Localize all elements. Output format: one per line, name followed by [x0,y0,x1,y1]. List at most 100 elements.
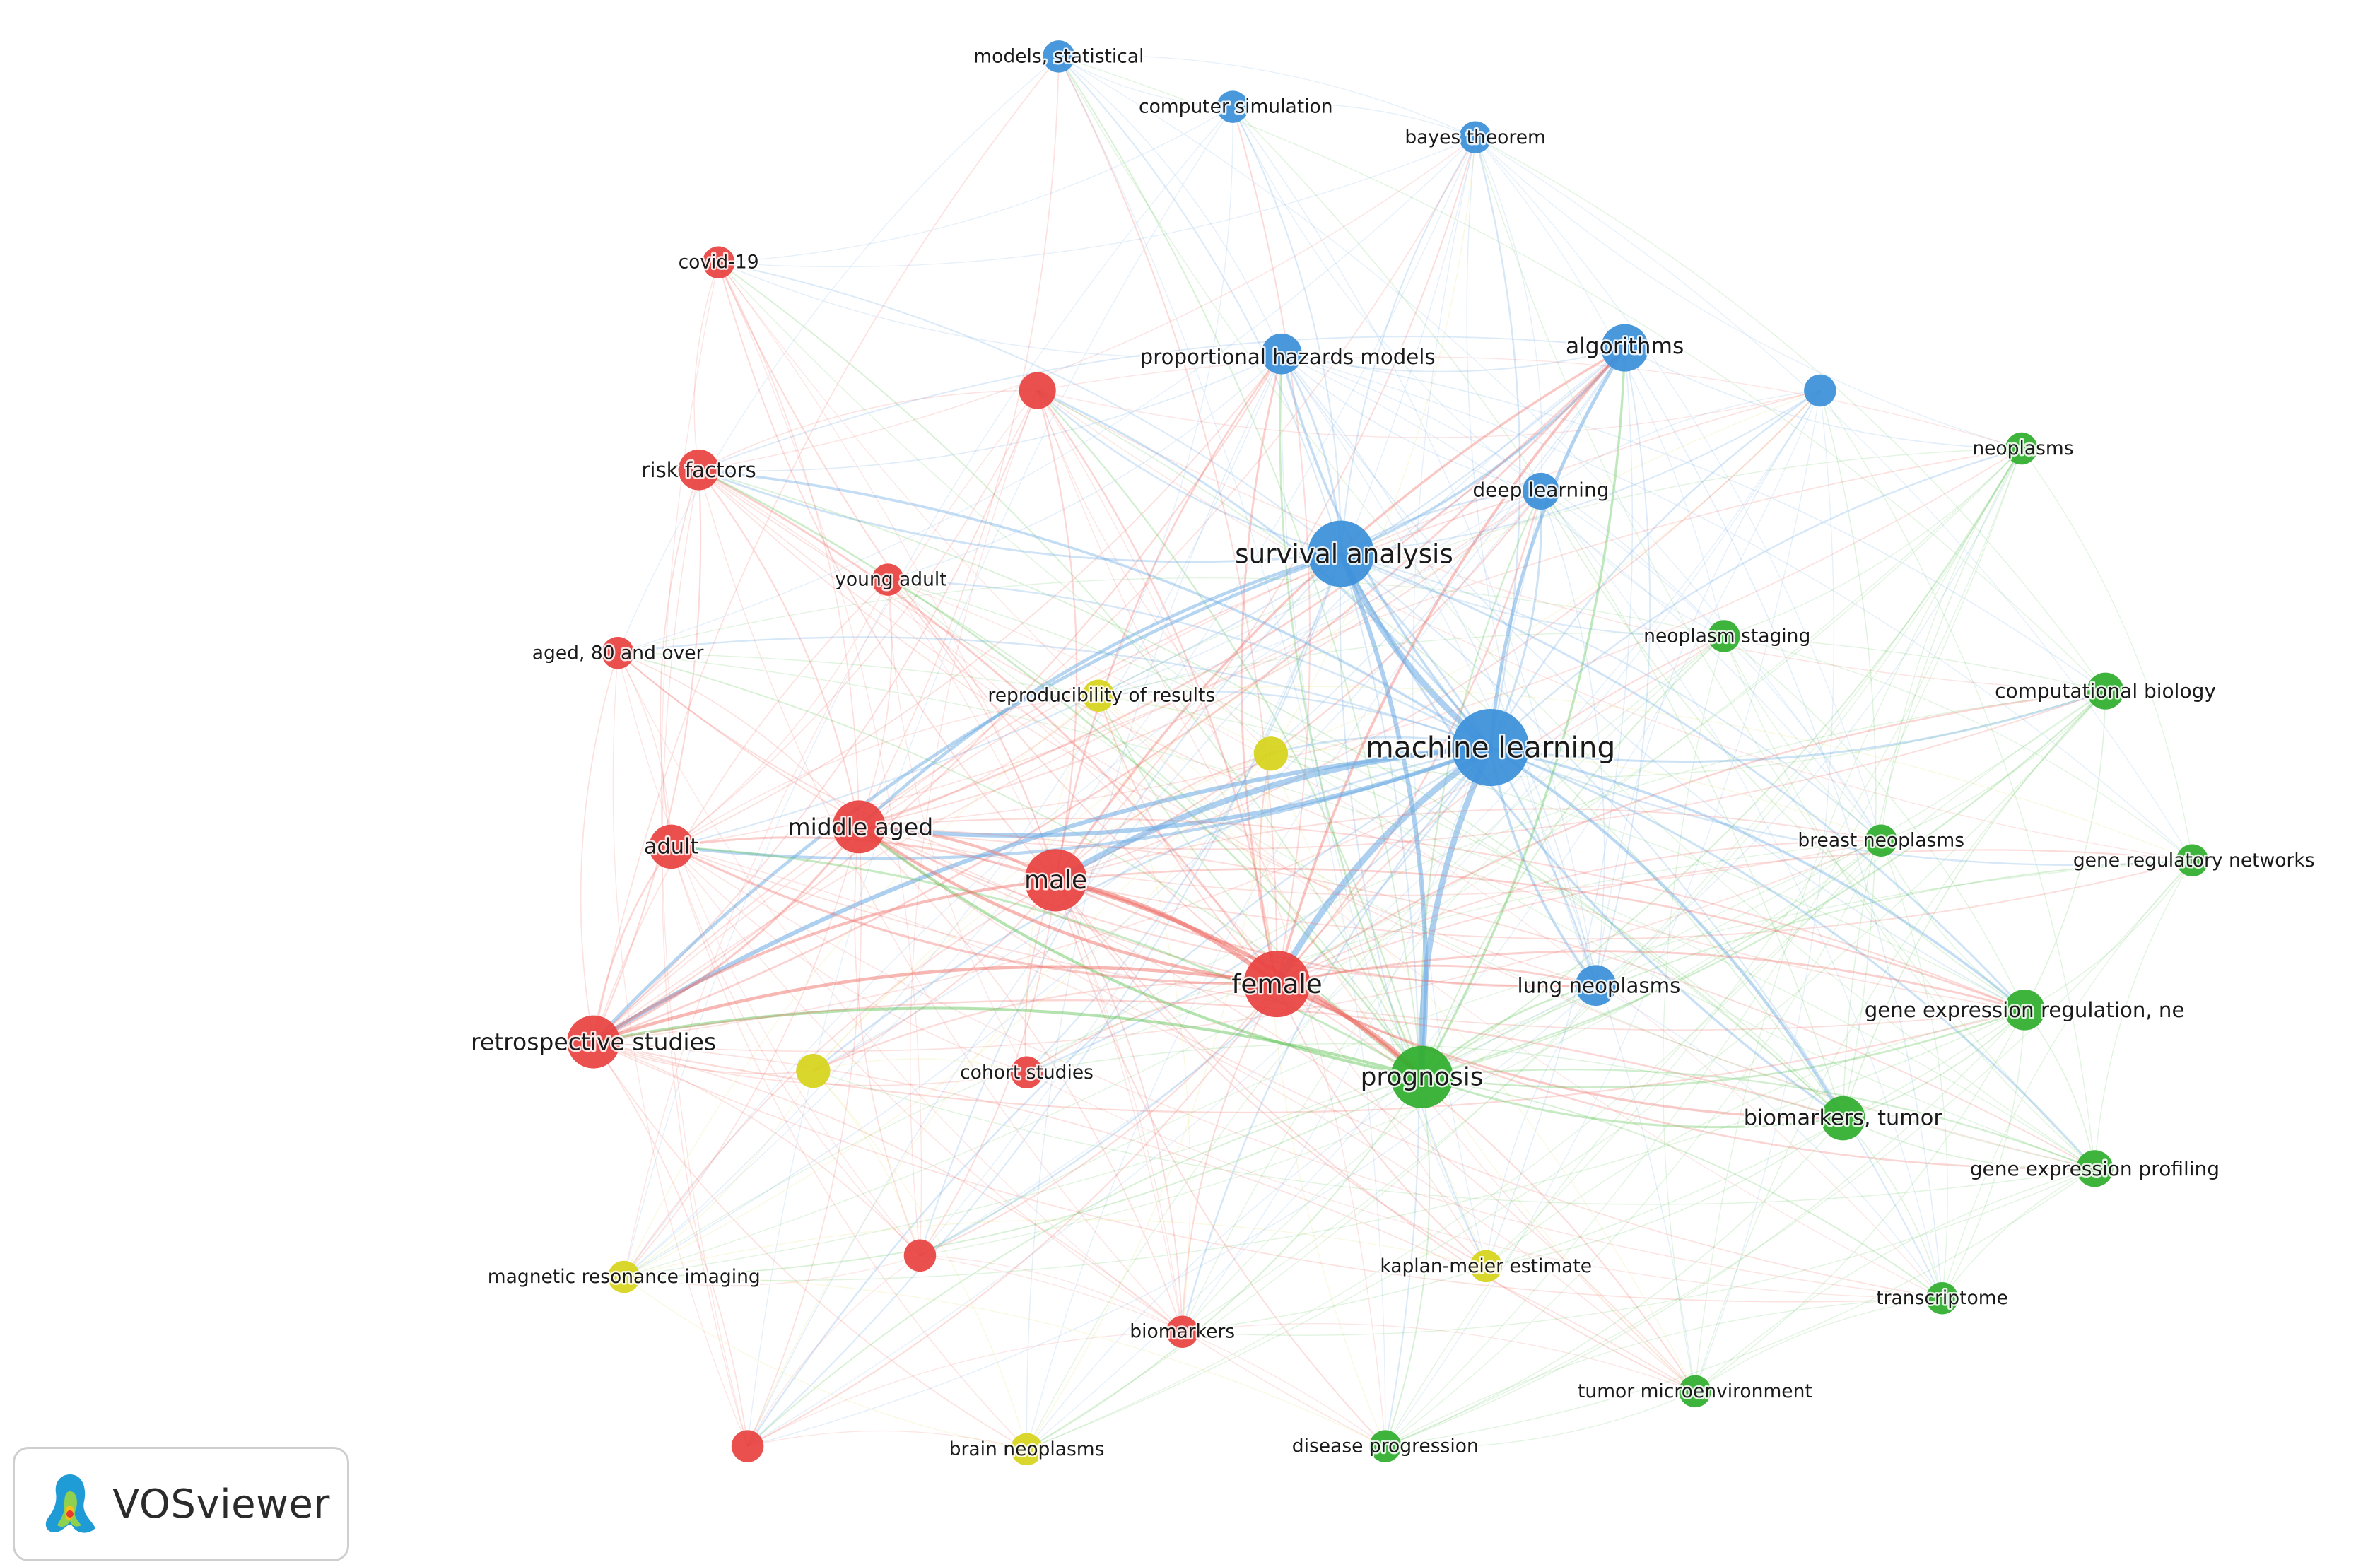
node-biomarkers-tumor[interactable] [1820,1096,1865,1141]
link-covid-19-risk-factors [693,262,720,470]
link-gene-regulatory-networks-disease-progression [1385,859,2193,1447]
link-red-unlabeled-bottom-red-unlabeled-corner [747,1255,920,1447]
link-proportional-hazards-models-prognosis [1279,353,1423,1078]
link-female-retrospective-studies [592,965,1277,1044]
link-young-adult-middle-aged [858,580,893,828]
link-risk-factors-lung-neoplasms [698,469,1596,987]
link-deep-learning-lung-neoplasms [1540,491,1605,986]
node-lung-neoplasms[interactable] [1575,965,1617,1006]
node-neoplasm-staging[interactable] [1708,620,1740,652]
node-female[interactable] [1243,951,1311,1018]
link-machine-learning-retrospective-studies [592,745,1491,1044]
node-deep-learning[interactable] [1522,472,1559,510]
link-algorithms-transcriptome [1624,347,1943,1298]
link-bayes-theorem-survival-analysis [1340,136,1476,554]
link-deep-learning-breast-neoplasms [1540,491,1882,841]
link-blue-unlabeled-yellow-unlabeled-left [812,389,1821,1072]
link-deep-learning-transcriptome [1540,491,1943,1298]
link-female-biomarkers [1181,983,1278,1332]
link-computer-simulation-bayes-theorem [1232,102,1476,138]
link-middle-aged-transcriptome [858,826,1942,1299]
link-breast-neoplasms-retrospective-studies [593,840,1882,1052]
link-male-biomarkers [1055,879,1183,1332]
link-machine-learning-gene-regulatory-networks [1490,746,2193,866]
node-breast-neoplasms[interactable] [1865,824,1897,857]
link-gene-expression-profiling-biomarkers [1182,1168,2095,1336]
node-gene-expression-profiling[interactable] [2076,1150,2114,1187]
link-models-statistical-computer-simulation [1058,56,1233,107]
link-blue-unlabeled-machine-learning [1489,389,1821,749]
link-computer-simulation-lung-neoplasms [1232,106,1597,986]
link-reproducibility-of-results-biomarkers [1098,695,1191,1332]
label-breast-neoplasms: breast neoplasms [1798,830,1964,852]
node-computational-biology[interactable] [2087,672,2124,710]
link-prognosis-disease-progression [1384,1076,1431,1447]
node-red-unlabeled-corner[interactable] [731,1430,764,1462]
link-algorithms-magnetic-resonance-imaging [623,347,1626,1278]
link-bayes-theorem-gene-expression-profiling [1475,137,2095,1169]
node-transcriptome[interactable] [1925,1281,1959,1315]
link-aged-80-and-over-retrospective-studies [580,652,619,1043]
node-gene-regulatory-networks[interactable] [2176,844,2209,877]
node-yellow-unlabeled-left[interactable] [796,1053,831,1088]
link-neoplasm-staging-aged-80-and-over [617,577,1725,654]
link-computer-simulation-female [1231,106,1311,985]
node-yellow-unlabeled-center[interactable] [1253,736,1289,771]
node-adult[interactable] [649,824,693,869]
link-neoplasms-breast-neoplasms [1880,448,2022,841]
node-magnetic-resonance-imaging[interactable] [608,1260,640,1293]
node-prognosis[interactable] [1390,1045,1453,1108]
node-red-unlabeled-top[interactable] [1019,372,1056,409]
node-risk-factors[interactable] [678,449,720,491]
node-biomarkers[interactable] [1166,1315,1199,1348]
node-bayes-theorem[interactable] [1459,121,1491,153]
node-red-unlabeled-bottom[interactable] [903,1239,937,1272]
node-computer-simulation[interactable] [1217,90,1249,123]
link-female-red-unlabeled-corner [747,983,1278,1448]
link-lung-neoplasms-brain-neoplasms [1026,985,1596,1450]
link-red-unlabeled-top-biomarkers-tumor [1037,389,1843,1119]
link-reproducibility-of-results-computational-biology [1098,632,2106,696]
node-young-adult[interactable] [872,563,904,596]
link-covid-19-biomarkers [718,262,1183,1332]
link-middle-aged-gene-expression-regulation [859,817,2025,1011]
node-machine-learning[interactable] [1452,709,1530,787]
label-neoplasm-staging: neoplasm staging [1643,626,1810,647]
link-red-unlabeled-bottom-magnetic-resonance-imaging [623,1255,920,1286]
link-adult-brain-neoplasms [670,846,1028,1450]
node-neoplasms[interactable] [2005,432,2038,465]
link-adult-female [670,845,1277,985]
node-blue-unlabeled[interactable] [1804,374,1836,407]
node-brain-neoplasms[interactable] [1010,1433,1043,1466]
link-bayes-theorem-deep-learning [1475,136,1543,492]
link-red-unlabeled-top-disease-progression [1037,390,1386,1447]
node-gene-expression-regulation[interactable] [2004,989,2045,1031]
link-gene-expression-regulation-tumor-microenvironment [1694,1009,2025,1392]
link-aged-80-and-over-gene-expression-regulation [618,652,2025,1011]
node-survival-analysis[interactable] [1308,520,1375,587]
node-proportional-hazards-models[interactable] [1261,333,1302,375]
node-algorithms[interactable] [1601,324,1649,372]
node-middle-aged[interactable] [832,800,886,854]
node-reproducibility-of-results[interactable] [1082,679,1115,712]
link-male-magnetic-resonance-imaging [623,879,1057,1278]
link-yellow-unlabeled-center-breast-neoplasms [1270,747,1882,841]
node-male[interactable] [1024,849,1087,912]
node-models-statistical[interactable] [1043,40,1075,73]
node-retrospective-studies[interactable] [567,1015,621,1069]
node-tumor-microenvironment[interactable] [1679,1375,1711,1408]
link-neoplasms-middle-aged [859,447,2022,828]
node-kaplan-meier-estimate[interactable] [1470,1250,1502,1283]
node-disease-progression[interactable] [1369,1430,1402,1462]
node-cohort-studies[interactable] [1010,1056,1043,1089]
node-covid-19[interactable] [702,246,735,278]
node-aged-80-and-over[interactable] [602,637,634,669]
link-breast-neoplasms-female [1277,840,1882,985]
link-neoplasms-retrospective-studies [593,447,2022,1043]
label-prognosis: prognosis [1361,1062,1484,1091]
link-algorithms-prognosis [1421,348,1626,1078]
link-yellow-unlabeled-center-brain-neoplasms [1026,753,1272,1450]
link-proportional-hazards-models-gene-expression-regulation [1281,353,2025,1011]
link-gene-expression-regulation-prognosis [1421,1009,2025,1088]
link-blue-unlabeled-tumor-microenvironment [1694,390,1835,1392]
